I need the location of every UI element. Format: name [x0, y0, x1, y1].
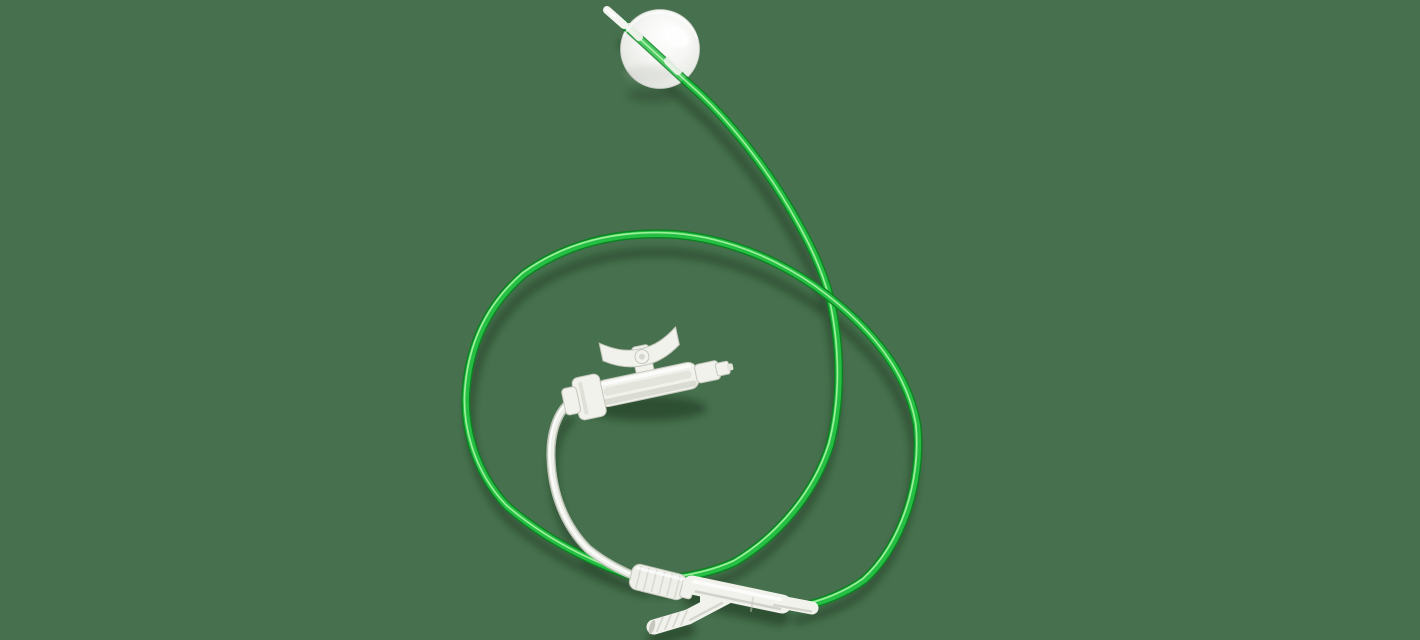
ribbed-tip-shadow [647, 622, 696, 640]
sleeve-step-ring [750, 597, 754, 612]
sleeve-shade [772, 603, 813, 613]
y-hub-shade [694, 590, 782, 611]
coil-highlight [463, 231, 918, 607]
inflation-line-highlight [548, 401, 645, 580]
ribbed-tip-end [648, 619, 656, 635]
stopcock-valve [561, 325, 734, 421]
balloon-specular-highlight [664, 26, 690, 48]
balloon-neck-band-upper [625, 23, 643, 41]
stopcock-wing-handle [598, 325, 680, 368]
y-connector [646, 575, 819, 635]
inflation-line [546, 399, 650, 585]
stopcock-bore [603, 370, 692, 396]
balloon-rim-light [623, 11, 698, 39]
bottom-arm-shade [688, 601, 724, 622]
strain-relief-sleeve [763, 593, 819, 615]
ribbed-tip-ridges [656, 610, 688, 632]
y-hub-highlight [692, 579, 782, 602]
stopcock-handle-boss-hole [638, 353, 645, 360]
stopcock-body-shade [602, 380, 697, 406]
stopcock-side-port-tip [726, 363, 734, 371]
stopcock-luer-collar-shade [578, 382, 589, 415]
stopcock-body-highlight [600, 364, 691, 386]
balloon-inner-shade [624, 65, 674, 83]
inflation-line-shadow [549, 416, 650, 598]
balloon-shadow [627, 88, 681, 102]
balloon-details [603, 6, 699, 88]
stopcock-luer-step [561, 386, 582, 416]
catheter-shaft-coil [461, 229, 923, 612]
catheter-tip-highlight [605, 8, 617, 18]
balloon-neck-band-lower [664, 57, 682, 75]
luer-highlight [635, 566, 685, 581]
